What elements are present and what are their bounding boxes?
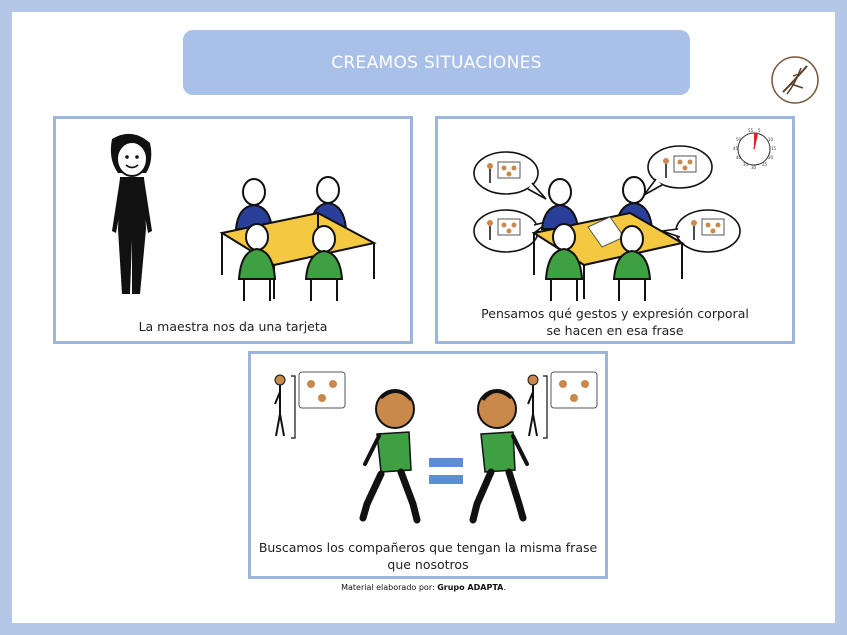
student-front-right <box>304 225 344 301</box>
students-thinking-illustration: 55 5 50 10 45 15 40 20 35 25 30 <box>473 128 777 301</box>
thought-bubble-top-left <box>473 151 547 200</box>
speech-symbol-left <box>274 371 346 439</box>
timer-label: 40 <box>736 155 742 160</box>
student-front-right <box>612 225 652 301</box>
equals-icon-bottom <box>429 475 463 484</box>
equals-icon-top <box>429 458 463 467</box>
thought-bubble-mid-right <box>661 209 741 253</box>
teacher-figure <box>110 133 152 294</box>
caption-line: Pensamos qué gestos y expresión corporal <box>481 306 749 321</box>
credit-line: Material elaborado por: Grupo ADAPTA. <box>12 583 835 592</box>
teacher-and-students-illustration <box>110 133 377 301</box>
thinking-person-right <box>469 389 529 524</box>
panel-caption: Pensamos qué gestos y expresión corporal… <box>438 305 792 339</box>
timer-label: 25 <box>762 162 768 167</box>
panel-caption: Buscamos los compañeros que tengan la mi… <box>251 539 605 573</box>
timer-label: 5 <box>758 128 761 133</box>
panel-think-gestures: 55 5 50 10 45 15 40 20 35 25 30 <box>435 116 795 344</box>
credit-author: Grupo ADAPTA <box>437 583 504 592</box>
student-front-left <box>544 223 584 301</box>
panel-caption: La maestra nos da una tarjeta <box>138 319 328 334</box>
student-front-left <box>237 223 277 301</box>
page: CREAMOS SITUACIONES <box>12 12 835 623</box>
timer-icon: 55 5 50 10 45 15 40 20 35 25 30 <box>733 128 777 170</box>
panel-find-partners: Buscamos los compañeros que tengan la mi… <box>248 351 608 579</box>
speech-symbol-right <box>527 371 598 439</box>
timer-label: 20 <box>768 155 774 160</box>
matching-partners-illustration <box>274 371 598 524</box>
timer-label: 55 <box>748 128 754 133</box>
timer-label: 30 <box>751 165 757 170</box>
credit-suffix: . <box>503 583 506 592</box>
timer-label: 15 <box>771 146 777 151</box>
thought-bubble-top-right <box>643 145 713 196</box>
timer-label: 45 <box>733 146 739 151</box>
caption-line: Buscamos los compañeros que tengan la mi… <box>258 540 598 555</box>
caption-line: se hacen en esa frase <box>546 323 684 338</box>
timer-label: 35 <box>743 162 749 167</box>
timer-label: 50 <box>736 137 742 142</box>
page-title: CREAMOS SITUACIONES <box>331 52 542 73</box>
adapta-logo-icon <box>771 56 819 104</box>
title-banner: CREAMOS SITUACIONES <box>183 30 690 95</box>
timer-label: 10 <box>768 137 774 142</box>
credit-prefix: Material elaborado por: <box>341 583 435 592</box>
thinking-person-left <box>359 389 421 524</box>
thought-bubble-mid-left <box>473 209 551 253</box>
panel-teacher-gives-card: La maestra nos da una tarjeta <box>53 116 413 344</box>
student-back-left <box>234 178 274 230</box>
caption-line: que nosotros <box>387 557 469 572</box>
student-back-left <box>540 178 580 230</box>
